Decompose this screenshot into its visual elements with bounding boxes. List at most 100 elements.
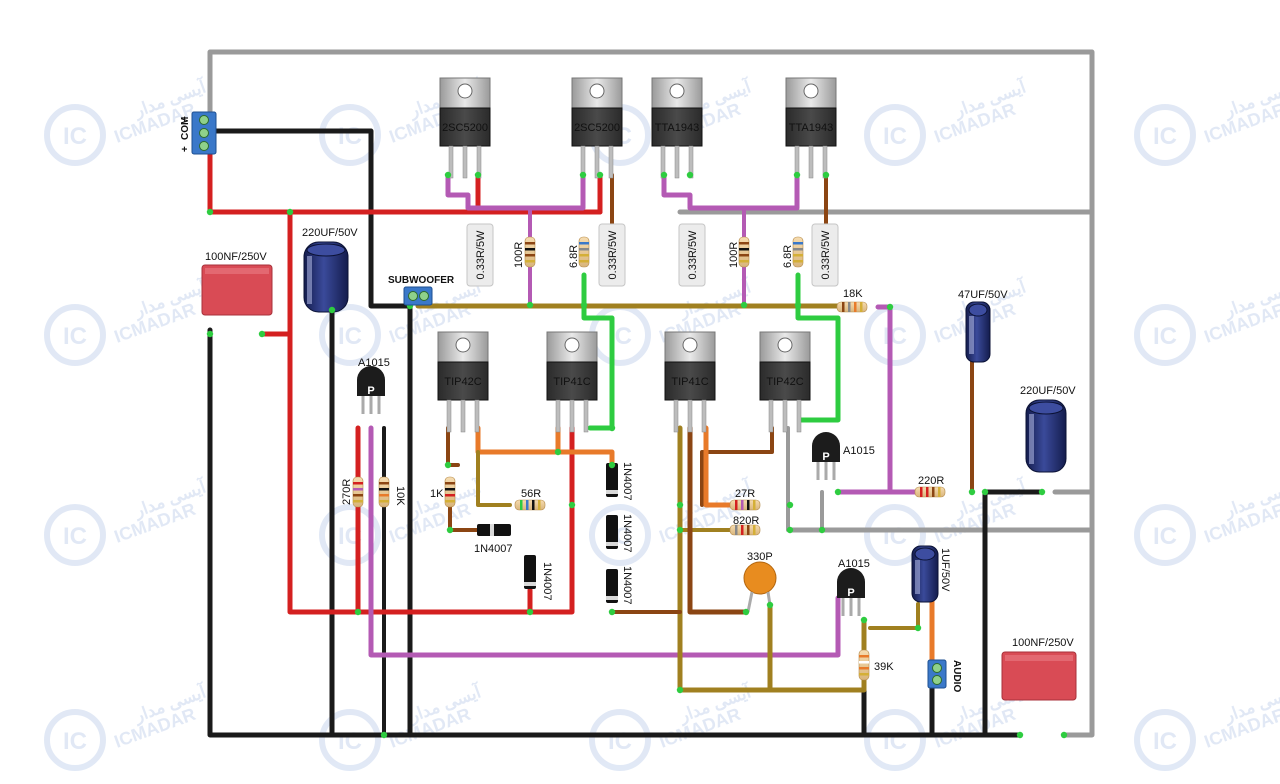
audio-terminal[interactable]: AUDIO <box>927 659 962 692</box>
diode-d3[interactable]: 1N4007 <box>606 462 633 501</box>
resistor-r5[interactable]: 18K <box>836 288 868 313</box>
wire-output-39k <box>767 617 867 693</box>
resistor-r6[interactable]: 270R <box>341 476 364 508</box>
transistor-part-label: TIP42C <box>444 376 481 388</box>
resistor-r3[interactable]: 100R <box>728 236 750 268</box>
solder-joint <box>1038 488 1046 496</box>
transistor-part-label: TIP42C <box>766 376 803 388</box>
power-terminal[interactable]: + COM − <box>180 111 217 155</box>
resistor-r11[interactable]: 820R <box>729 515 761 536</box>
solder-joint <box>444 171 452 179</box>
diode-d5[interactable]: 1N4007 <box>606 566 633 605</box>
watermark-badge-text: IC <box>63 323 87 350</box>
resistor-r9[interactable]: 56R <box>514 488 546 511</box>
solder-joint <box>446 526 454 534</box>
wire-audio-in <box>868 602 920 630</box>
transistor-q6[interactable]: TIP41C <box>546 331 598 433</box>
resistor-label: 56R <box>521 488 541 500</box>
transistor-q8[interactable]: TIP42C <box>759 331 811 433</box>
transistor-part-label: 2SC5200 <box>442 122 488 134</box>
diode-d2[interactable]: 1N4007 <box>524 555 553 601</box>
transistor-q4[interactable]: TTA1943 <box>785 77 837 179</box>
solder-joint <box>568 501 576 509</box>
power-resistor-r_w3[interactable]: 0.33R/5W <box>678 223 706 287</box>
solder-joint <box>1060 731 1068 739</box>
wire-supply-down <box>287 331 575 615</box>
transistor-part-label: A1015 <box>843 445 875 457</box>
solder-joint <box>608 608 616 616</box>
solder-joint <box>526 301 534 309</box>
wire-brown-1k <box>446 426 460 467</box>
wire-ground-bottom <box>207 327 1023 738</box>
transistor-part-label: TTA1943 <box>789 122 833 134</box>
diode-d4[interactable]: 1N4007 <box>606 514 633 553</box>
power-resistor-label: 0.33R/5W <box>687 230 699 280</box>
subwoofer-terminal[interactable]: SUBWOOFER <box>388 275 455 306</box>
resistor-label: 27R <box>735 488 755 500</box>
transistor-q7[interactable]: TIP41C <box>664 331 716 433</box>
power-resistor-label: 0.33R/5W <box>475 230 487 280</box>
diode-label: 1N4007 <box>621 566 633 605</box>
transistor-q11[interactable]: P A1015 <box>837 558 870 616</box>
solder-joint <box>474 171 482 179</box>
transistor-q1[interactable]: 2SC5200 <box>439 77 491 179</box>
electrolytic-capacitor-c4[interactable]: 220UF/50V <box>1020 385 1076 473</box>
power-resistor-r_w1[interactable]: 0.33R/5W <box>466 223 494 287</box>
ceramic-capacitor-c7[interactable]: 330P <box>743 551 777 613</box>
solder-joint <box>354 608 362 616</box>
electrolytic-capacitor-c5[interactable]: 1UF/50V <box>911 545 951 603</box>
solder-joint <box>793 171 801 179</box>
film-capacitor-c2[interactable]: 100NF/250V <box>201 251 273 316</box>
resistor-label: 39K <box>874 661 894 673</box>
transistor-part-label: A1015 <box>838 558 870 570</box>
wire-bias-top-right <box>661 172 800 211</box>
watermark-badge-text: IC <box>63 523 87 550</box>
resistor-r12[interactable]: 220R <box>914 475 946 498</box>
solder-joint <box>380 731 388 739</box>
capacitor-label: 220UF/50V <box>1020 385 1076 397</box>
electrolytic-capacitor-c3[interactable]: 47UF/50V <box>958 289 1008 363</box>
power-resistor-r_w2[interactable]: 0.33R/5W <box>598 223 626 287</box>
terminal-blocks: + COM − SUBWOOFER AUDIO <box>180 111 962 692</box>
watermark-badge-text: IC <box>338 123 362 150</box>
power-resistor-r_w4[interactable]: 0.33R/5W <box>811 223 839 287</box>
watermark-badge-text: IC <box>338 323 362 350</box>
resistor-label: 10K <box>394 486 406 506</box>
solder-joint <box>676 526 684 534</box>
solder-joint <box>686 171 694 179</box>
resistor-r8[interactable]: 1K <box>430 476 456 508</box>
wire-ground-top <box>207 128 413 309</box>
resistor-r10[interactable]: 27R <box>729 488 761 511</box>
wire-orange-q7 <box>703 425 733 508</box>
solder-joint <box>608 461 616 469</box>
capacitor-label: 47UF/50V <box>958 289 1008 301</box>
resistor-label: 270R <box>341 479 353 505</box>
resistor-label: 820R <box>733 515 759 527</box>
solder-joint <box>286 208 294 216</box>
transistor-q3[interactable]: TTA1943 <box>651 77 703 179</box>
electrolytic-capacitor-c1[interactable]: 220UF/50V <box>302 227 358 313</box>
pnp-marker: P <box>847 587 854 599</box>
watermark-badge-text: IC <box>608 728 632 755</box>
diode-d1[interactable]: 1N4007 <box>474 524 513 555</box>
solder-joint <box>742 608 750 616</box>
watermark-badge-text: IC <box>1153 323 1177 350</box>
resistor-r2[interactable]: 6.8R <box>568 236 590 268</box>
resistor-r1[interactable]: 100R <box>513 236 536 268</box>
transistor-q5[interactable]: TIP42C <box>437 331 489 433</box>
resistor-r13[interactable]: 39K <box>858 649 894 681</box>
film-capacitor-c6[interactable]: 100NF/250V <box>1001 637 1077 701</box>
resistor-label: 220R <box>918 475 944 487</box>
resistor-r7[interactable]: 10K <box>378 476 406 508</box>
resistor-r4[interactable]: 6.8R <box>782 236 804 268</box>
watermark-badge-text: IC <box>63 123 87 150</box>
capacitor-label: 100NF/250V <box>205 251 267 263</box>
transistor-part-label: A1015 <box>358 357 390 369</box>
diode-label: 1N4007 <box>621 462 633 501</box>
